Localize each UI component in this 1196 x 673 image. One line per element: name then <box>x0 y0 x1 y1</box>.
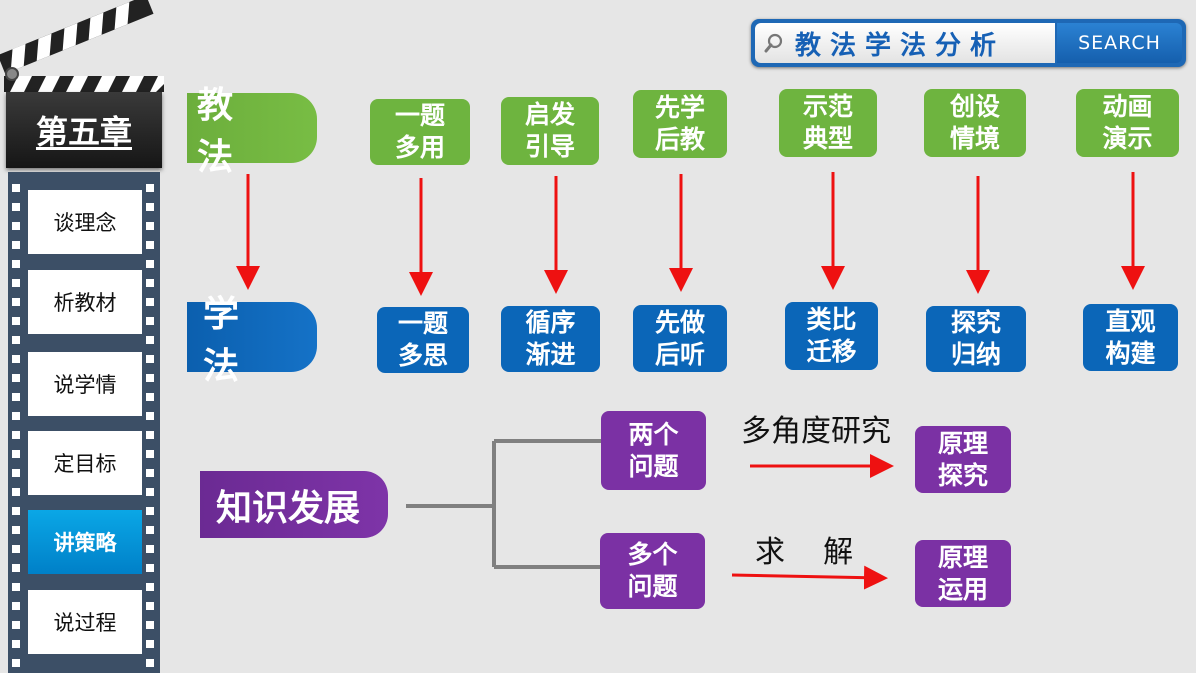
film-strip-hole <box>146 184 154 192</box>
film-strip-hole <box>146 279 154 287</box>
learning-method-5: 探究 归纳 <box>926 306 1026 372</box>
film-strip-hole <box>12 564 20 572</box>
film-strip-hole <box>12 507 20 515</box>
film-strip-hole <box>12 659 20 667</box>
nav-item-shuoxueqing[interactable]: 说学情 <box>28 352 142 416</box>
learning-method-3: 先做 后听 <box>633 305 727 372</box>
film-strip-hole <box>146 507 154 515</box>
film-strip-hole <box>146 298 154 306</box>
nav-item-jiangcelue[interactable]: 讲策略 <box>28 510 142 574</box>
search-bar: 教法学法分析 SEARCH <box>751 19 1186 67</box>
search-button[interactable]: SEARCH <box>1057 23 1182 63</box>
film-strip-hole <box>146 564 154 572</box>
film-strip-hole <box>12 317 20 325</box>
film-strip-hole <box>146 203 154 211</box>
film-strip-hole <box>12 222 20 230</box>
film-strip-hole <box>146 545 154 553</box>
film-strip-hole <box>12 621 20 629</box>
film-strip-hole <box>12 450 20 458</box>
learning-method-6: 直观 构建 <box>1083 304 1178 371</box>
film-strip-hole <box>12 412 20 420</box>
multi-angle-research-label: 多角度研究 <box>741 414 891 449</box>
film-strip-hole <box>12 431 20 439</box>
principle-application-box: 原理 运用 <box>915 540 1011 607</box>
film-strip-hole <box>146 469 154 477</box>
arrow-branch-2 <box>731 565 888 590</box>
teaching-method-4: 示范 典型 <box>779 89 877 157</box>
teaching-method-1: 一题 多用 <box>370 99 470 165</box>
jiaofa-tab: 教 法 <box>187 85 317 178</box>
film-strip-hole <box>146 222 154 230</box>
film-strip-hole <box>12 355 20 363</box>
film-strip-hole <box>12 393 20 401</box>
film-strip-hole <box>12 488 20 496</box>
film-strip-hole <box>146 336 154 344</box>
chapter-title-text: 第五章 <box>35 113 132 151</box>
film-strip-hole <box>12 279 20 287</box>
film-strip-hole <box>146 450 154 458</box>
knowledge-development-tab: 知识发展 <box>200 471 388 538</box>
teaching-method-6: 动画 演示 <box>1076 89 1179 157</box>
film-strip-hole <box>146 659 154 667</box>
solve-label: 求 解 <box>755 535 854 570</box>
film-strip-hole <box>146 393 154 401</box>
teaching-method-3: 先学 后教 <box>633 90 727 158</box>
film-strip-hole <box>146 374 154 382</box>
nav-item-tanlinian[interactable]: 谈理念 <box>28 190 142 254</box>
teaching-method-2: 启发 引导 <box>501 97 599 165</box>
chapter-title: 第五章 <box>6 92 162 168</box>
film-strip-hole <box>12 241 20 249</box>
film-strip-hole <box>12 374 20 382</box>
nav-item-shuoguocheng[interactable]: 说过程 <box>28 590 142 654</box>
learning-method-1: 一题 多思 <box>377 307 469 373</box>
film-strip-hole <box>12 602 20 610</box>
film-strip-hole <box>146 526 154 534</box>
film-strip-hole <box>146 260 154 268</box>
film-strip-hole <box>12 203 20 211</box>
film-strip-hole <box>146 621 154 629</box>
film-strip-hole <box>12 583 20 591</box>
film-strip-hole <box>12 298 20 306</box>
film-strip-hole <box>146 488 154 496</box>
film-strip-hole <box>146 583 154 591</box>
film-strip-hole <box>146 317 154 325</box>
xuefa-tab: 学 法 <box>187 294 317 387</box>
film-strip-hole <box>146 241 154 249</box>
film-strip-hole <box>12 640 20 648</box>
film-strip-hole <box>146 355 154 363</box>
nav-item-dingmubiao[interactable]: 定目标 <box>28 431 142 495</box>
search-text: 教法学法分析 <box>795 30 1006 61</box>
film-strip-hole <box>12 526 20 534</box>
film-strip-nav <box>8 172 160 673</box>
search-icon <box>764 33 783 53</box>
clapperboard-icon <box>0 0 164 92</box>
teaching-method-5: 创设 情境 <box>924 89 1026 157</box>
film-strip-hole <box>146 602 154 610</box>
learning-method-2: 循序 渐进 <box>501 306 600 372</box>
film-strip-hole <box>12 469 20 477</box>
two-problems-box: 两个 问题 <box>601 411 706 490</box>
search-input[interactable]: 教法学法分析 <box>755 23 1055 63</box>
film-strip-hole <box>12 184 20 192</box>
tree-bracket <box>406 439 602 569</box>
principle-inquiry-box: 原理 探究 <box>915 426 1011 493</box>
film-strip-hole <box>146 431 154 439</box>
nav-item-xijiaocai[interactable]: 析教材 <box>28 270 142 334</box>
film-strip-hole <box>12 545 20 553</box>
film-strip-hole <box>12 260 20 268</box>
film-strip-hole <box>12 336 20 344</box>
film-strip-hole <box>146 412 154 420</box>
multiple-problems-box: 多个 问题 <box>600 533 705 609</box>
film-strip-hole <box>146 640 154 648</box>
learning-method-4: 类比 迁移 <box>785 302 878 370</box>
